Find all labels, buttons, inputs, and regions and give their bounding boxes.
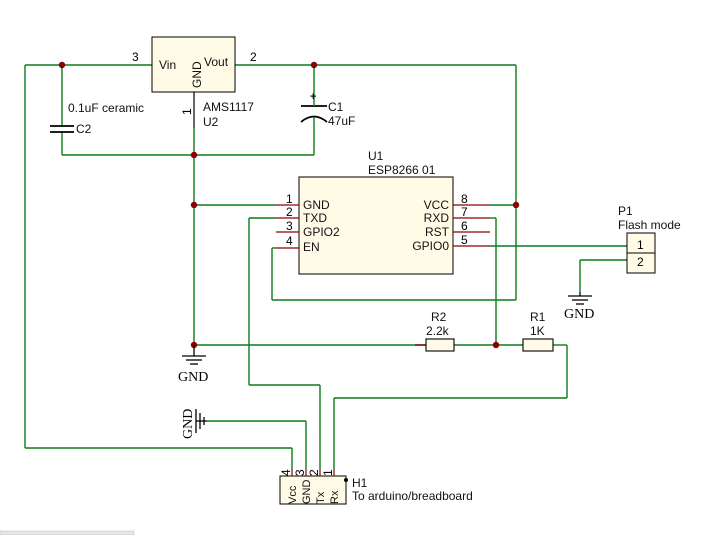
wires: [24, 64, 627, 470]
gnd-label: GND: [181, 409, 196, 439]
p1-value: Flash mode: [618, 218, 681, 232]
esp-pin-number: 4: [286, 234, 293, 248]
esp-pin-name: GND: [303, 198, 330, 212]
c1-plus: +: [310, 91, 316, 103]
h1-pin-number: 2: [307, 469, 321, 476]
p1-ref: P1: [618, 204, 633, 218]
esp-pin-number: 3: [286, 219, 293, 233]
regulator-ref: U2: [203, 115, 219, 129]
header-h1[interactable]: 4 3 2 1 Vcc GND Tx Rx H1 To arduino/brea…: [279, 469, 473, 505]
r2-ref: R2: [431, 310, 447, 324]
esp-pin-number: 2: [286, 205, 293, 219]
r1-value: 1K: [530, 324, 545, 338]
horizontal-scrollbar[interactable]: [0, 530, 135, 535]
p1-pin-number: 2: [637, 255, 644, 269]
esp-pin-number: 5: [461, 233, 468, 247]
r1-ref: R1: [530, 310, 546, 324]
regulator-pin-number: 1: [180, 108, 194, 115]
esp-pin-name: VCC: [424, 198, 450, 212]
h1-pin-number: 4: [279, 469, 293, 476]
esp-pin-name: RST: [425, 225, 450, 239]
junction-dot: [58, 61, 66, 69]
esp-pin-name: RXD: [424, 211, 450, 225]
r2-value: 2.2k: [426, 324, 450, 338]
junction-dots: [58, 61, 520, 349]
gnd-symbol-p1: GND: [564, 292, 594, 322]
regulator-value: AMS1117: [203, 100, 254, 114]
h1-pin-name: Vcc: [287, 485, 299, 504]
h1-pin-number: 3: [293, 469, 307, 476]
regulator-gnd-label: GND: [190, 61, 204, 88]
regulator-u2[interactable]: Vin Vout GND 3 2 1 AMS1117 U2: [132, 36, 257, 129]
esp-pin-number: 7: [461, 205, 468, 219]
resistor-r2[interactable]: R2 2.2k: [415, 310, 455, 352]
h1-pin-number: 1: [321, 469, 335, 476]
gnd-symbol-main: GND: [178, 345, 208, 385]
junction-dot: [310, 61, 318, 69]
h1-ref: H1: [352, 476, 368, 490]
regulator-pin-number: 2: [250, 50, 257, 64]
esp-pin-name: GPIO2: [303, 225, 340, 239]
capacitor-c2[interactable]: 0.1uF ceramic C2: [50, 101, 144, 136]
junction-dot: [190, 151, 198, 159]
esp-pin-number: 6: [461, 219, 468, 233]
c1-ref: C1: [328, 100, 344, 114]
esp-pin-number: 1: [286, 192, 293, 206]
junction-dot: [190, 201, 198, 209]
h1-pin-name: GND: [301, 480, 313, 505]
p1-pin-number: 1: [637, 238, 644, 252]
esp-pin-name: GPIO0: [412, 239, 449, 253]
h1-pin-name: Tx: [315, 491, 327, 504]
connector-p1[interactable]: P1 Flash mode 1 2: [618, 204, 681, 274]
c1-value: 47uF: [328, 114, 355, 128]
esp-pin-name: EN: [303, 240, 320, 254]
c2-ref: C2: [76, 122, 92, 136]
gnd-symbol-h1: GND: [181, 409, 207, 439]
esp-pin-number: 8: [461, 192, 468, 206]
esp-pin-name: TXD: [303, 211, 327, 225]
regulator-vout-label: Vout: [204, 55, 229, 69]
gnd-label: GND: [564, 307, 594, 322]
h1-pin-name: Rx: [329, 490, 341, 504]
c2-value: 0.1uF ceramic: [68, 101, 144, 115]
regulator-vin-label: Vin: [159, 58, 176, 72]
junction-dot: [512, 201, 520, 209]
junction-dot: [492, 341, 500, 349]
gnd-label: GND: [178, 370, 208, 385]
regulator-pin-number: 3: [132, 50, 139, 64]
resistor-r1[interactable]: R1 1K: [522, 310, 554, 352]
esp-value: ESP8266 01: [368, 163, 436, 177]
h1-value: To arduino/breadboard: [352, 489, 473, 503]
capacitor-c1[interactable]: + C1 47uF: [300, 91, 355, 135]
esp-ref: U1: [368, 149, 384, 163]
esp8266-u1[interactable]: U1 ESP8266 01 1 2 3 4 GND TXD GPIO2 EN 8…: [276, 149, 490, 275]
